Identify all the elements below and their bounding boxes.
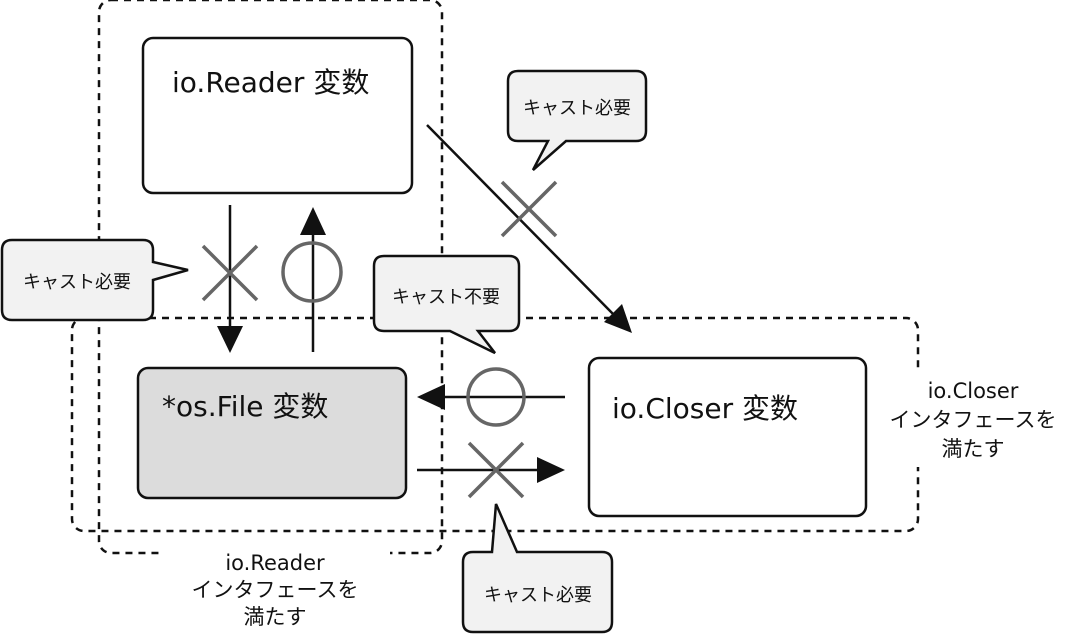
arrow-file-to-reader bbox=[300, 207, 326, 352]
bubble-reader-to-closer-text: キャスト必要 bbox=[523, 98, 631, 119]
closer-interface-caption: io.Closer インタフェースを 満たす bbox=[875, 372, 1075, 467]
file-variable-fill bbox=[136, 366, 408, 500]
reader-interface-caption: io.Reader インタフェースを 満たす bbox=[160, 545, 390, 635]
arrow-reader-to-file bbox=[217, 205, 243, 353]
bubble-file-to-reader-text: キャスト不要 bbox=[392, 287, 500, 308]
closer-variable-box: io.Closer 変数 bbox=[587, 356, 868, 518]
cross-mark-reader-to-closer bbox=[500, 180, 558, 238]
file-variable-label: *os.File 変数 bbox=[162, 390, 328, 423]
reader-interface-caption-line3: 満たす bbox=[244, 605, 307, 629]
arrow-reader-to-closer bbox=[426, 124, 632, 333]
reader-variable-box: io.Reader 変数 bbox=[141, 36, 414, 195]
bubble-reader-to-file: キャスト必要 bbox=[0, 238, 189, 322]
closer-interface-caption-line3: 満たす bbox=[942, 437, 1005, 461]
bubble-file-to-closer: キャスト必要 bbox=[461, 503, 614, 634]
cross-mark-reader-to-file bbox=[201, 244, 259, 302]
bubble-file-to-reader: キャスト不要 bbox=[372, 254, 521, 355]
bubble-file-to-closer-text: キャスト必要 bbox=[484, 585, 592, 606]
circle-mark-file-to-reader bbox=[281, 241, 343, 303]
cross-mark-file-to-closer bbox=[467, 441, 525, 499]
arrow-file-to-closer bbox=[417, 457, 565, 483]
file-variable-box: *os.File 変数 bbox=[136, 366, 408, 500]
bubble-reader-to-file-text: キャスト必要 bbox=[23, 272, 131, 293]
closer-variable-label: io.Closer 変数 bbox=[612, 392, 798, 425]
reader-interface-caption-line1: io.Reader bbox=[225, 551, 325, 575]
closer-interface-caption-line2: インタフェースを bbox=[890, 408, 1057, 432]
arrow-closer-to-file bbox=[417, 384, 565, 410]
circle-mark-closer-to-file bbox=[466, 367, 526, 427]
reader-interface-caption-line2: インタフェースを bbox=[192, 578, 359, 602]
closer-interface-caption-line1: io.Closer bbox=[928, 379, 1019, 403]
reader-variable-label: io.Reader 変数 bbox=[172, 66, 369, 99]
bubble-reader-to-closer: キャスト必要 bbox=[506, 69, 648, 171]
